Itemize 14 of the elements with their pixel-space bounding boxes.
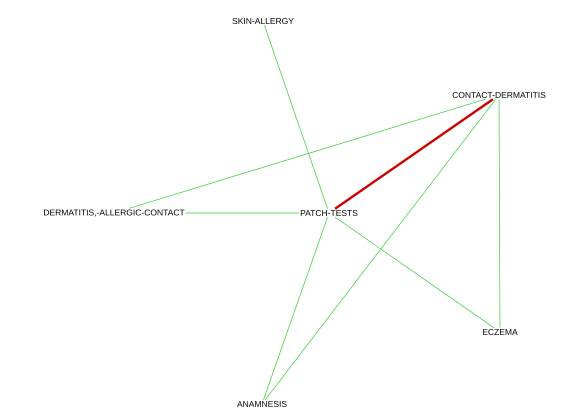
connector-line (129, 98, 486, 209)
connector-line (334, 216, 494, 328)
term-label: ANAMNESIS (236, 400, 287, 407)
connector-line (264, 98, 496, 400)
connector-line (334, 98, 494, 210)
term-label: ECZEMA (482, 329, 518, 335)
term-label: SKIN-ALLERGY (232, 18, 294, 24)
connector-line (263, 216, 328, 400)
term-label: DERMATITIS,-ALLERGIC-CONTACT (44, 210, 184, 216)
term-label: CONTACT-DERMATITIS (452, 92, 546, 98)
term-label: PATCH-TESTS (300, 210, 358, 216)
connector-line (186, 212, 300, 214)
connector-line (264, 24, 328, 210)
connector-line (498, 98, 500, 328)
